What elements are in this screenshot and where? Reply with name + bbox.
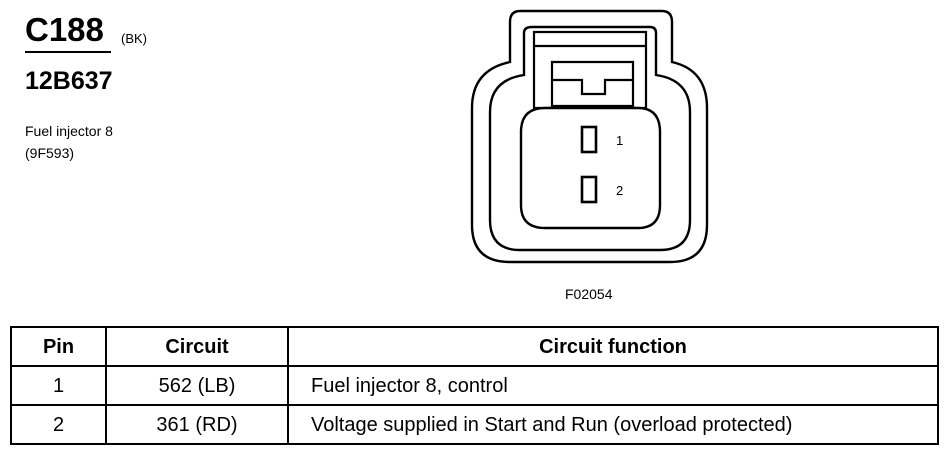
title-underline — [25, 51, 111, 53]
header-pin: Pin — [10, 326, 107, 367]
cell-pin: 2 — [10, 404, 107, 445]
pin-2-label: 2 — [616, 183, 623, 198]
figure-id: F02054 — [565, 286, 613, 302]
header-circuit: Circuit — [105, 326, 289, 367]
connector-id: C188 — [25, 11, 104, 48]
latch-notch — [552, 78, 633, 96]
pin-circuit-table: Pin Circuit Circuit function 1 562 (LB) … — [10, 326, 939, 445]
connector-outer-housing — [470, 9, 709, 264]
connector-color-code: (BK) — [121, 31, 147, 46]
terminal-cavity-body — [519, 106, 662, 230]
table-row: 1 562 (LB) Fuel injector 8, control — [10, 365, 939, 406]
cell-circuit: 562 (LB) — [105, 365, 289, 406]
header-circuit-function: Circuit function — [287, 326, 939, 367]
component-code: (9F593) — [25, 145, 75, 161]
latch-tab — [550, 60, 635, 108]
connector-inner-housing — [488, 25, 692, 252]
cell-circuit-function: Fuel injector 8, control — [287, 365, 939, 406]
pin-1-terminal — [580, 125, 598, 154]
pin-1-label: 1 — [616, 133, 623, 148]
table-header-row: Pin Circuit Circuit function — [10, 326, 939, 367]
latch-frame — [532, 30, 648, 110]
component-name: Fuel injector 8 — [25, 123, 113, 139]
connector-part-number: 12B637 — [25, 67, 113, 95]
pin-2-terminal — [580, 175, 598, 204]
connector-face-diagram: 1 2 — [470, 9, 709, 264]
cell-circuit-function: Voltage supplied in Start and Run (overl… — [287, 404, 939, 445]
cell-pin: 1 — [10, 365, 107, 406]
cell-circuit: 361 (RD) — [105, 404, 289, 445]
table-row: 2 361 (RD) Voltage supplied in Start and… — [10, 404, 939, 445]
